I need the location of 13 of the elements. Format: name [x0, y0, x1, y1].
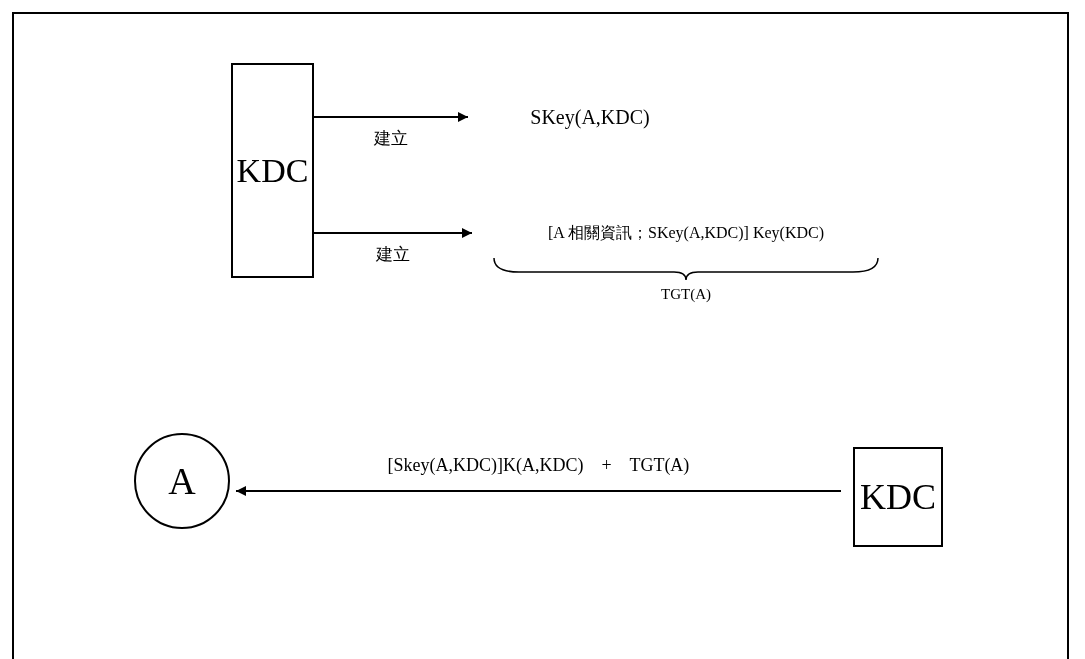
node-label: [A 相關資訊；SKey(A,KDC)] Key(KDC) — [548, 222, 824, 244]
node-label: KDC — [236, 151, 309, 190]
edge-label: [Skey(A,KDC)]K(A,KDC) + TGT(A) — [387, 455, 690, 476]
arrow — [313, 112, 469, 122]
node-label: A — [168, 459, 196, 503]
process-box — [231, 63, 314, 278]
arrow — [235, 486, 842, 496]
brace-label: TGT(A) — [660, 286, 712, 303]
node-label: SKey(A,KDC) — [530, 105, 650, 129]
process-box — [853, 447, 943, 547]
node-label: KDC — [860, 476, 936, 518]
circle-node — [134, 433, 230, 529]
arrow — [313, 228, 473, 238]
